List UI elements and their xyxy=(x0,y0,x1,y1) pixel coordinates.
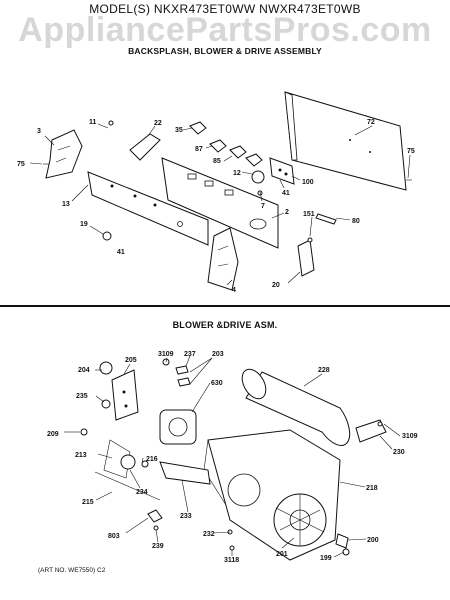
callout-151: 151 xyxy=(303,211,315,218)
callout-22: 22 xyxy=(154,120,162,127)
callout-41: 41 xyxy=(282,190,290,197)
callout-216: 216 xyxy=(146,456,158,463)
callout-19: 19 xyxy=(80,221,88,228)
callout-205: 205 xyxy=(125,357,137,364)
part-218-blower-housing xyxy=(203,429,341,561)
part-13-backsplash xyxy=(87,171,209,246)
callout-200: 200 xyxy=(367,537,379,544)
callout-75-right: 75 xyxy=(407,148,415,155)
part-3-end-cap-left xyxy=(45,129,83,179)
watermark: AppliancePartsPros.com xyxy=(18,11,432,49)
callout-100: 100 xyxy=(302,179,314,186)
callout-4: 4 xyxy=(232,287,236,294)
callout-11: 11 xyxy=(89,119,97,126)
part-22-trim xyxy=(129,133,161,161)
art-number: (ART NO. WE7550) C2 xyxy=(38,567,106,574)
leader-lines-backsplash xyxy=(29,123,411,286)
section-title-backsplash: BACKSPLASH, BLOWER & DRIVE ASSEMBLY xyxy=(128,46,322,56)
model-line: MODEL(S) NKXR473ET0WW NWXR473ET0WB xyxy=(89,2,361,16)
part-205-bracket xyxy=(111,369,139,421)
small-parts-blower xyxy=(80,358,383,556)
callout-215: 215 xyxy=(82,499,94,506)
callout-35: 35 xyxy=(175,127,183,134)
part-4-end-cap-right xyxy=(207,227,239,291)
callout-72: 72 xyxy=(367,119,375,126)
callout-209: 209 xyxy=(47,431,59,438)
callout-87: 87 xyxy=(195,146,203,153)
callout-234: 234 xyxy=(136,489,148,496)
callout-803: 803 xyxy=(108,533,120,540)
part-213-idler xyxy=(94,439,161,501)
callout-75: 75 xyxy=(17,161,25,168)
callout-237: 237 xyxy=(184,351,196,358)
part-201-blower-wheel xyxy=(273,493,327,547)
section-divider xyxy=(0,305,450,307)
callout-3118: 3118 xyxy=(224,557,239,564)
callout-12: 12 xyxy=(233,170,241,177)
callout-230: 230 xyxy=(393,449,405,456)
callout-199: 199 xyxy=(320,555,332,562)
callout-3109: 3109 xyxy=(158,351,174,358)
callout-232: 232 xyxy=(203,531,215,538)
callout-218: 218 xyxy=(366,485,378,492)
part-228-duct xyxy=(241,368,351,446)
callout-7: 7 xyxy=(261,203,265,210)
callout-239: 239 xyxy=(152,543,164,550)
callout-85: 85 xyxy=(213,158,221,165)
callout-235: 235 xyxy=(76,393,88,400)
callout-3109-right: 3109 xyxy=(402,433,418,440)
callout-228: 228 xyxy=(318,367,330,374)
callout-20: 20 xyxy=(272,282,280,289)
part-233-base-plate xyxy=(159,461,211,485)
callout-41-lower: 41 xyxy=(117,249,125,256)
callout-213: 213 xyxy=(75,452,87,459)
leader-lines-blower xyxy=(64,355,401,558)
callout-204: 204 xyxy=(78,367,90,374)
part-2-control-plate xyxy=(161,157,279,249)
section-title-blower: BLOWER &DRIVE ASM. xyxy=(172,320,278,330)
callout-13: 13 xyxy=(62,201,70,208)
callout-630: 630 xyxy=(211,380,223,387)
small-parts-backsplash xyxy=(43,120,412,243)
callout-labels: 3 75 11 22 35 87 85 12 7 41 100 72 75 13… xyxy=(17,119,418,564)
callout-233: 233 xyxy=(180,513,192,520)
part-20-bracket xyxy=(297,239,315,277)
part-72-rear-panel xyxy=(284,91,407,191)
callout-203: 203 xyxy=(212,351,224,358)
callout-2: 2 xyxy=(285,209,289,216)
part-630-motor xyxy=(159,409,197,445)
callout-80: 80 xyxy=(352,218,360,225)
callout-3: 3 xyxy=(37,128,41,135)
callout-201: 201 xyxy=(276,551,288,558)
